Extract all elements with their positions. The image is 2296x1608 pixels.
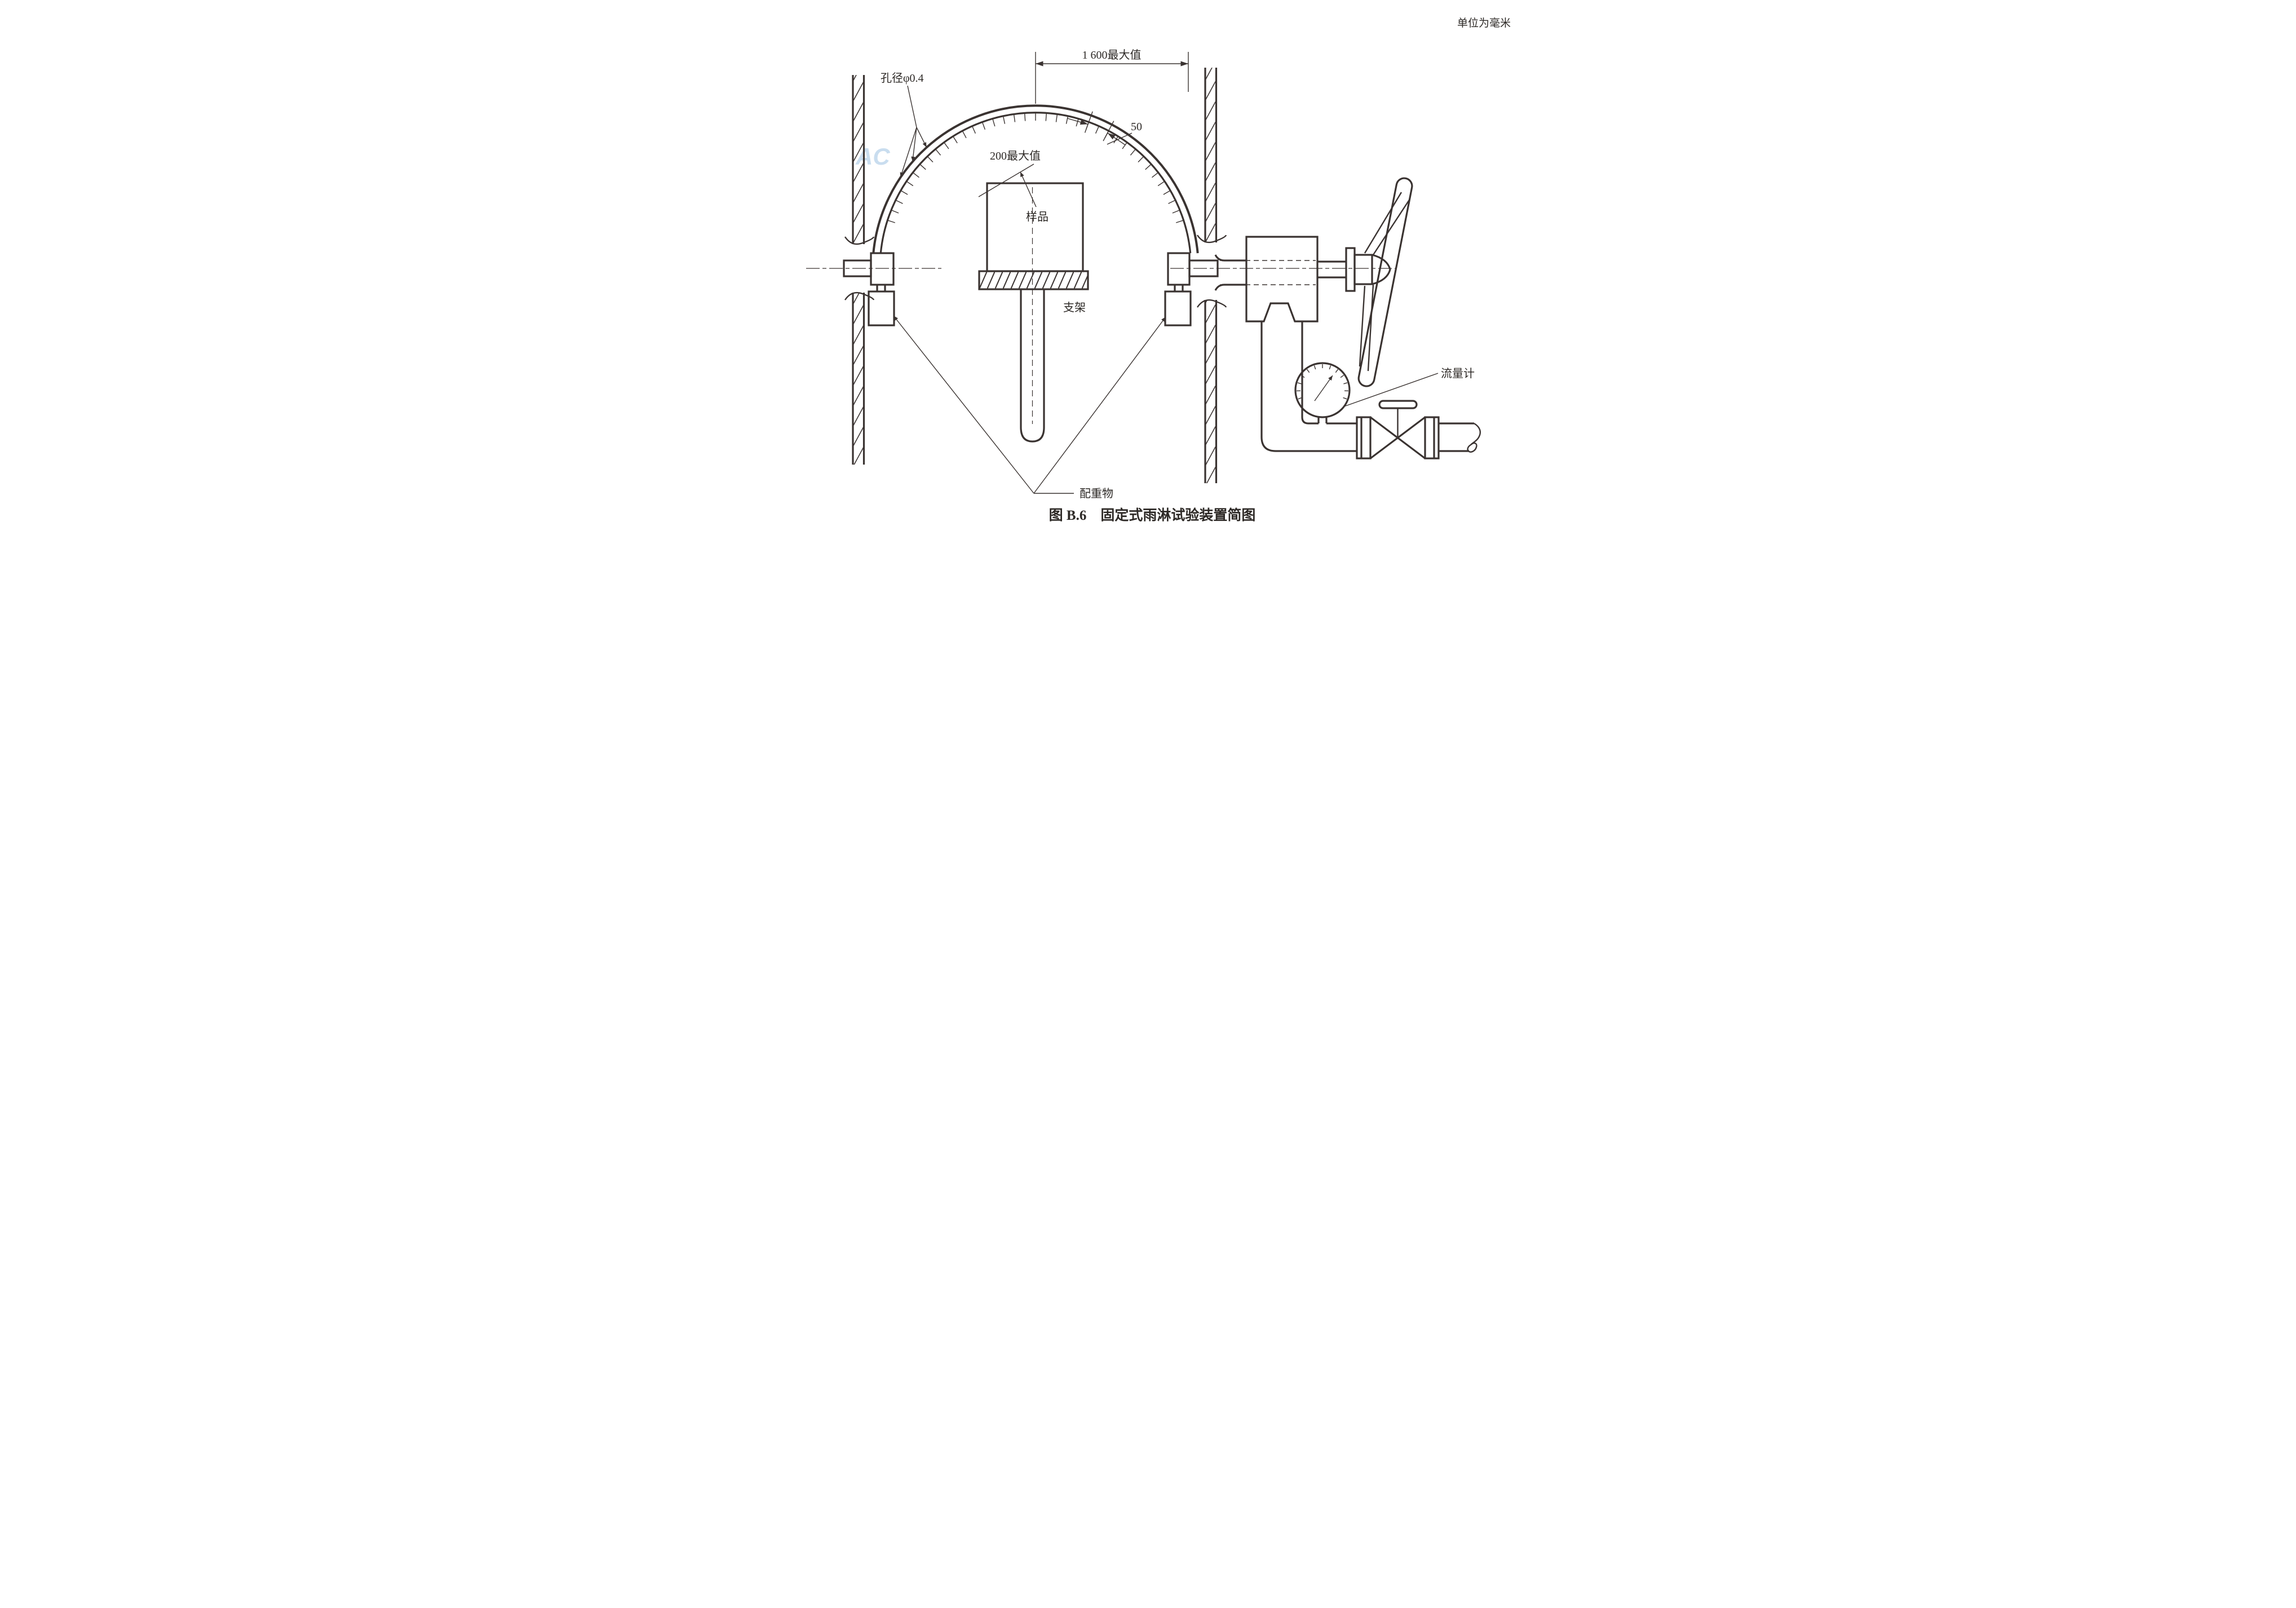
wall-break-mark [1196, 235, 1227, 244]
right-pivot-assembly [1164, 252, 1219, 326]
dim-200-label: 200最大值 [990, 149, 1041, 162]
left-wall [844, 75, 874, 465]
shutoff-valve [1355, 400, 1440, 460]
spray-arc-tube [871, 104, 1199, 254]
right-pivot-axle [1188, 259, 1219, 277]
down-pipe-outer [1260, 321, 1357, 452]
right-pivot-block [1166, 252, 1191, 286]
sample-label: 样品 [1026, 210, 1049, 223]
hole-dia-label: 孔径φ0.4 [881, 72, 924, 85]
right-counterweight-neck [1173, 285, 1184, 291]
down-pipe-inner [1300, 321, 1357, 425]
wall-break-mark [1196, 299, 1227, 308]
support-label: 支架 [1063, 301, 1086, 314]
left-counterweight-neck [875, 285, 886, 291]
flow-meter-label: 流量计 [1441, 367, 1475, 380]
handwheel-assembly [1317, 177, 1413, 387]
figure-canvas: AC 单位为毫米 1 600最大值 50 [806, 17, 1511, 523]
sample-assembly: 200最大值 样品 支架 [977, 149, 1089, 443]
nozzle-tick-marks [887, 113, 1184, 223]
pipe-break-lens [1466, 442, 1477, 453]
gauge-ticks [1296, 364, 1348, 400]
wheel-shaft [1317, 260, 1346, 279]
dim-200-leader [978, 164, 1034, 197]
flow-meter-leader [1343, 373, 1438, 407]
wall-break-mark [844, 291, 874, 301]
dimension-1600: 1 600最大值 [1034, 48, 1189, 104]
counterweight-callout: 配重物 [892, 315, 1166, 500]
wheel-spoke-lower [1359, 284, 1374, 372]
support-platform [979, 271, 1088, 289]
wheel-hub [1353, 254, 1373, 285]
pipe-break [1470, 422, 1481, 445]
drawing-page: AC 单位为毫米 1 600最大值 50 [765, 0, 1531, 536]
valve-block [1245, 236, 1319, 323]
figure-caption: 图 B.6 固定式雨淋试验装置简图 [1049, 507, 1255, 523]
hub-nose [1372, 254, 1391, 285]
hidden-bore-lines [1219, 260, 1316, 285]
unit-note: 单位为毫米 [1457, 17, 1510, 29]
right-counterweight [1164, 290, 1192, 326]
hole-diameter-callout: 孔径φ0.4 [881, 72, 927, 178]
left-counterweight [867, 290, 895, 326]
flow-meter-gauge [1294, 362, 1351, 423]
dimension-50: 50 [1067, 111, 1142, 145]
wheel-spoke-upper [1364, 192, 1410, 255]
shaft-flange [1344, 247, 1356, 292]
counterweight-label: 配重物 [1080, 487, 1113, 500]
dim-50-label: 50 [1131, 121, 1142, 133]
supply-pipe [1438, 422, 1481, 453]
left-pivot-block [869, 252, 895, 286]
sample-arrow [1019, 171, 1037, 207]
support-platform-outline [977, 270, 1089, 290]
gauge-needle [1313, 375, 1333, 401]
water-supply-assembly: 流量计 [1214, 236, 1481, 460]
valve-handle [1378, 400, 1418, 409]
right-wall [1196, 68, 1227, 483]
left-pivot-assembly [842, 252, 895, 326]
dim-1600-label: 1 600最大值 [1082, 48, 1141, 61]
wall-break-mark [844, 236, 874, 245]
wheel-rim [1357, 177, 1413, 387]
sample-box [985, 182, 1084, 272]
support-stem [1019, 289, 1045, 443]
